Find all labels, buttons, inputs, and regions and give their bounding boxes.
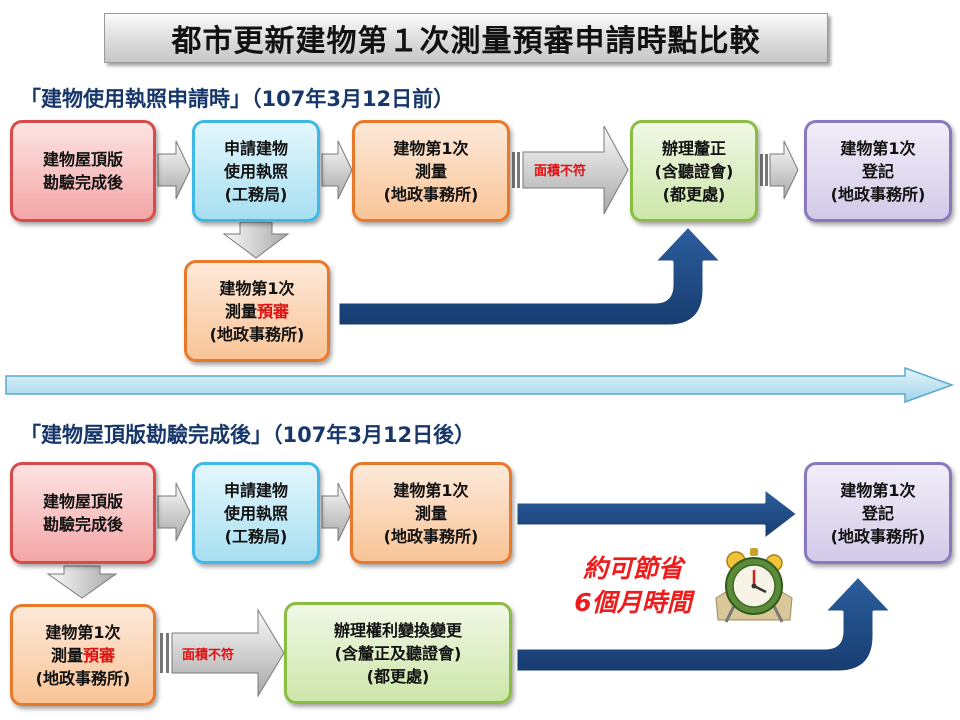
s2-box-first-registration: 建物第1次 登記 (地政事務所) xyxy=(804,462,952,564)
timeline-arrow xyxy=(5,366,955,404)
s1-box-survey-presurvey: 建物第1次 測量預審 (地政事務所) xyxy=(184,260,330,362)
s2-box-rooftop-inspection: 建物屋頂版 勘驗完成後 xyxy=(10,462,156,564)
section2-heading: 「建物屋頂版勘驗完成後」（107年3月12日後） xyxy=(20,423,476,447)
s2-box-apply-license: 申請建物 使用執照 (工務局) xyxy=(192,462,320,564)
alarm-clock-icon xyxy=(715,548,793,623)
arrow-s2-rooftop-to-license xyxy=(157,482,191,542)
s1-box-rooftop-inspection: 建物屋頂版 勘驗完成後 xyxy=(10,120,156,222)
arrow-s2-rooftop-to-presurvey xyxy=(46,565,118,599)
s2-box-rights-change: 辦理權利變換變更 (含釐正及聽證會) (都更處) xyxy=(284,602,512,704)
arrow-s1-rooftop-to-license xyxy=(157,140,191,200)
page-title: 都市更新建物第１次測量預審申請時點比較 xyxy=(104,13,828,63)
s1-box-first-survey: 建物第1次 測量 (地政事務所) xyxy=(352,120,510,222)
time-saving-callout: 約可節省 6個月時間 xyxy=(574,554,692,617)
s2-box-first-survey: 建物第1次 測量 (地政事務所) xyxy=(350,462,512,564)
s1-box-first-registration: 建物第1次 登記 (地政事務所) xyxy=(804,120,952,222)
s2-box-survey-presurvey: 建物第1次 測量預審 (地政事務所) xyxy=(10,604,156,706)
arrow-s2-mismatch xyxy=(160,608,285,698)
arrow-s1-correction-to-register xyxy=(760,140,799,200)
s1-box-correction: 辦理釐正 (含聽證會) (都更處) xyxy=(630,120,758,222)
s1-box-apply-license: 申請建物 使用執照 (工務局) xyxy=(192,120,320,222)
section1-heading: 「建物使用執照申請時」（107年3月12日前） xyxy=(20,87,455,111)
s1-mismatch-label: 面積不符 xyxy=(534,164,587,179)
navy-arrow-s2-survey-to-register xyxy=(514,486,800,542)
arrow-s1-license-to-survey xyxy=(321,140,353,200)
navy-arrow-s1-presurvey-to-correction xyxy=(336,224,724,328)
arrow-s1-license-to-presurvey xyxy=(222,221,290,259)
arrow-s1-mismatch xyxy=(512,125,629,215)
navy-arrow-s2-rights-to-register xyxy=(514,574,894,674)
arrow-s2-license-to-survey xyxy=(321,482,353,542)
s2-mismatch-label: 面積不符 xyxy=(182,648,235,663)
